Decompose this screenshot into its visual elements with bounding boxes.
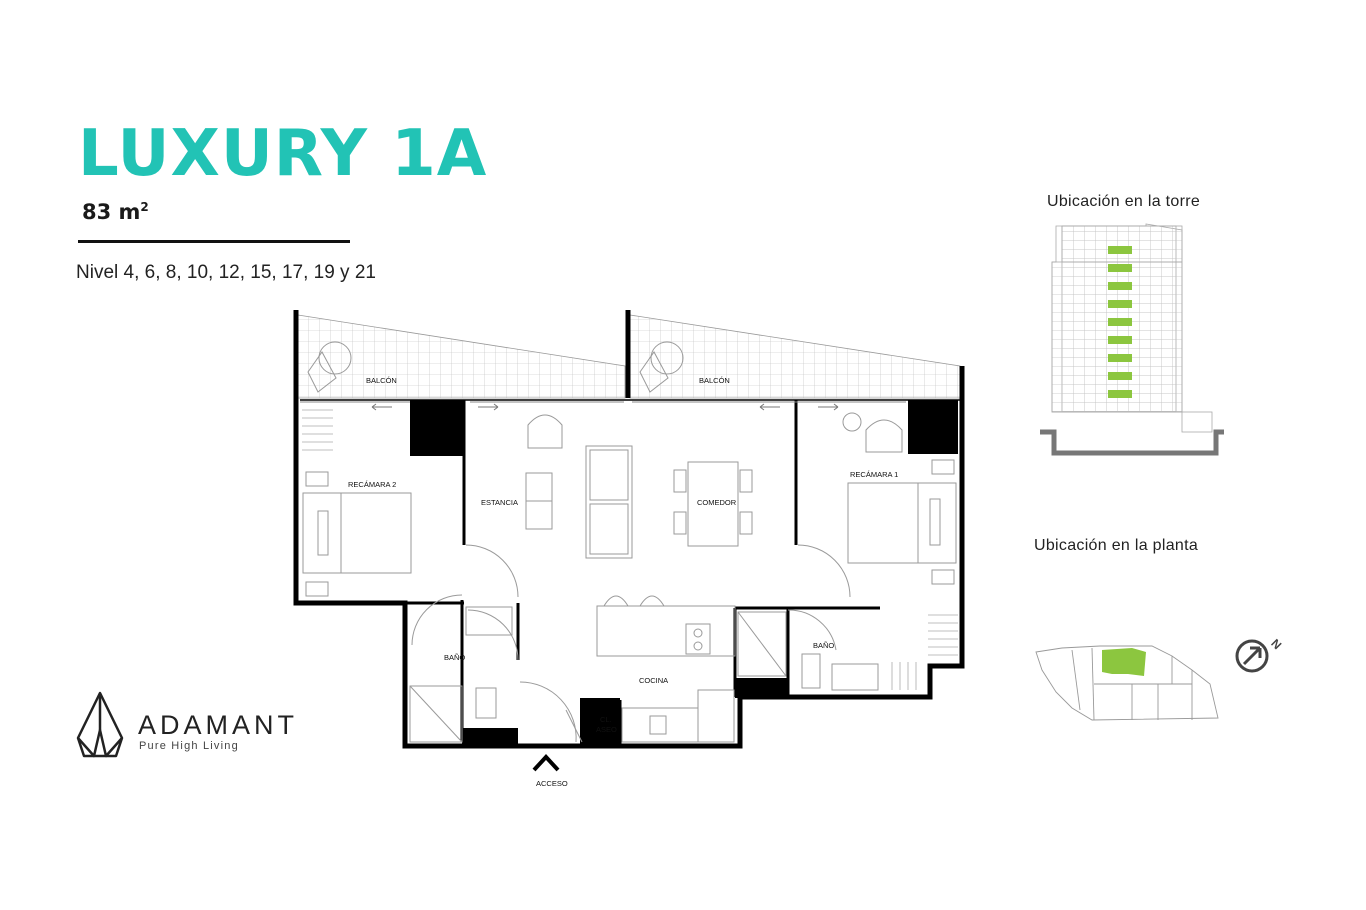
brand-tagline: Pure High Living [139, 740, 239, 752]
column-right [908, 400, 958, 454]
label-balcony-left: BALCÓN [366, 376, 397, 385]
compass-label: N [1268, 636, 1284, 652]
label-balcony-right: BALCÓN [699, 376, 730, 385]
tower-diagram [1040, 223, 1224, 456]
column-kitchen [580, 698, 620, 744]
access-marker-icon [532, 754, 560, 772]
column-left [410, 400, 464, 456]
label-kitchen: COCINA [639, 676, 668, 685]
compass-icon: N [1235, 636, 1284, 673]
label-bath-left: BAÑO [444, 653, 465, 662]
column-entry [462, 728, 518, 746]
unit-title: LUXURY 1A [78, 117, 488, 191]
label-dining: COMEDOR [697, 498, 737, 507]
floor-location-highlight [1102, 648, 1146, 676]
unit-area: 83 m2 [82, 200, 149, 224]
label-bedroom1: RECÁMARA 1 [850, 470, 898, 479]
label-bath-right: BAÑO [813, 641, 834, 650]
area-value: 83 m [82, 200, 141, 224]
adamant-logo-icon [76, 691, 124, 758]
balcony-left-floor [297, 314, 626, 399]
floor-location-diagram [1035, 645, 1219, 721]
area-superscript: 2 [140, 200, 149, 214]
brand-name: ADAMANT [138, 710, 299, 740]
label-bedroom2: RECÁMARA 2 [348, 480, 396, 489]
tower-location-title: Ubicación en la torre [1047, 193, 1201, 210]
header-divider [78, 240, 350, 243]
column-bath [735, 678, 787, 698]
tower-highlight-floors [1108, 246, 1132, 398]
label-access: ACCESO [536, 779, 568, 788]
unit-levels: Nivel 4, 6, 8, 10, 12, 15, 17, 19 y 21 [76, 262, 376, 283]
label-closet-line1: CL. [600, 715, 612, 724]
floor-location-title: Ubicación en la planta [1034, 537, 1199, 554]
balcony-right-floor [629, 314, 961, 399]
label-living: ESTANCIA [481, 498, 518, 507]
wall-outline-left [293, 310, 965, 749]
label-closet-line2: ASEO [596, 725, 617, 734]
